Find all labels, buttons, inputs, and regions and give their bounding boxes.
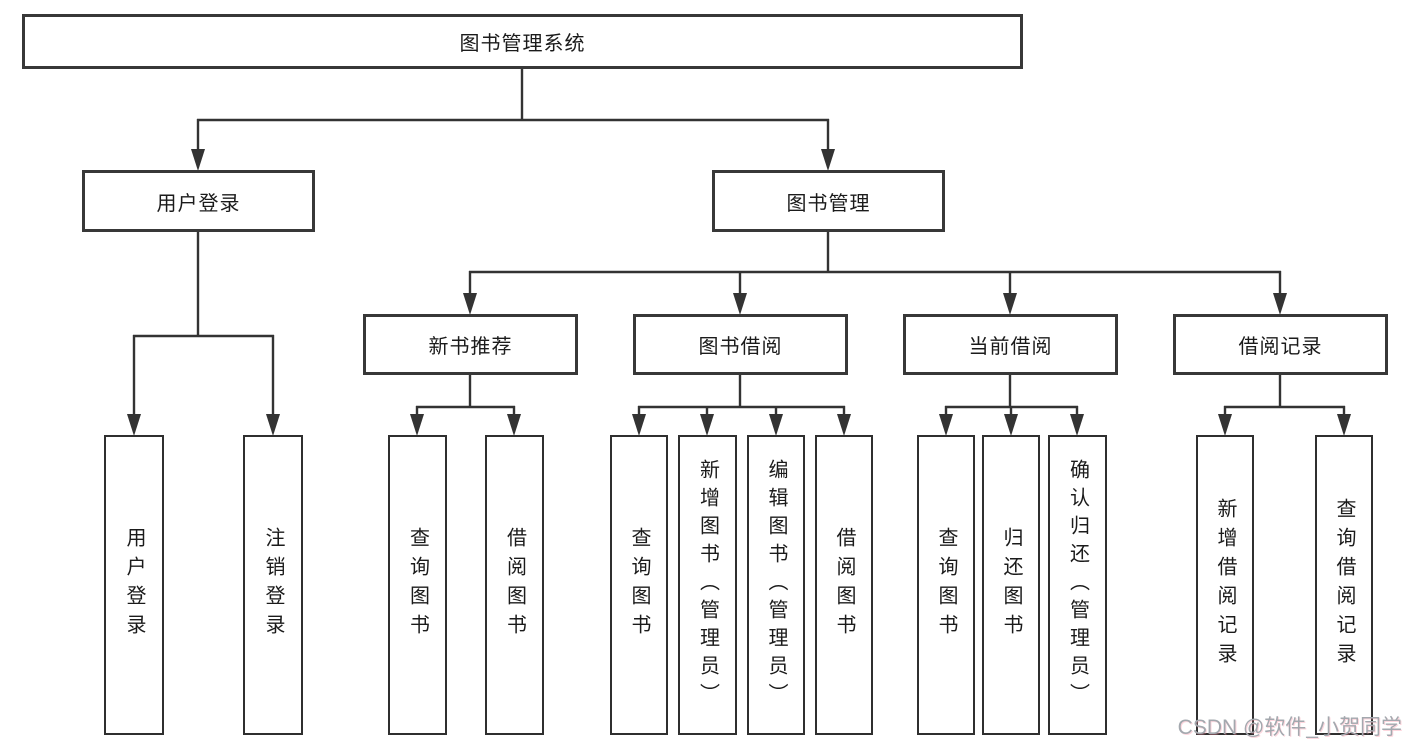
node-borrow-records: 借阅记录: [1173, 314, 1388, 375]
node-borrow-records-label: 借阅记录: [1238, 336, 1323, 358]
node-book-borrow: 图书借阅: [633, 314, 848, 375]
node-user-login-leaf-label: 用户登录: [123, 527, 145, 643]
node-query-books-borrow-label: 查询图书: [628, 527, 650, 643]
node-user-login-leaf: 用户登录: [104, 435, 164, 735]
csdn-watermark: CSDN @软件_小贺同学: [1177, 716, 1402, 739]
connector-borrow-children: [632, 375, 851, 436]
node-confirm-return-admin-label: 确认归还（管理员）: [1066, 459, 1089, 711]
node-borrow-books-recommend: 借阅图书: [485, 435, 544, 735]
node-logout: 注销登录: [243, 435, 303, 735]
node-query-borrow-record: 查询借阅记录: [1315, 435, 1373, 735]
node-book-management: 图书管理: [712, 170, 945, 232]
node-query-borrow-record-label: 查询借阅记录: [1333, 498, 1355, 672]
node-query-books-borrow: 查询图书: [610, 435, 668, 735]
connector-root-to-level2: [191, 68, 835, 171]
node-user-login: 用户登录: [82, 170, 315, 232]
connector-current-children: [939, 375, 1084, 436]
node-new-book-recommend-label: 新书推荐: [428, 336, 513, 358]
node-root: 图书管理系统: [22, 14, 1023, 69]
node-new-book-recommend: 新书推荐: [363, 314, 578, 375]
connector-user-login-children: [127, 232, 280, 436]
node-logout-label: 注销登录: [262, 527, 284, 643]
node-return-books-label: 归还图书: [1000, 527, 1022, 643]
node-query-books-current: 查询图书: [917, 435, 975, 735]
node-borrow-books-leaf-label: 借阅图书: [833, 527, 855, 643]
node-add-books-admin-label: 新增图书（管理员）: [696, 459, 719, 711]
node-add-borrow-record: 新增借阅记录: [1196, 435, 1254, 735]
node-current-borrow-label: 当前借阅: [968, 336, 1053, 358]
node-edit-books-admin-label: 编辑图书（管理员）: [765, 459, 787, 711]
connector-book-management-children: [463, 232, 1287, 315]
node-borrow-books-leaf: 借阅图书: [815, 435, 873, 735]
node-book-management-label: 图书管理: [786, 192, 871, 215]
node-query-books-recommend: 查询图书: [388, 435, 447, 735]
node-edit-books-admin: 编辑图书（管理员）: [747, 435, 805, 735]
node-user-login-label: 用户登录: [156, 192, 241, 215]
node-root-label: 图书管理系统: [459, 33, 586, 55]
node-current-borrow: 当前借阅: [903, 314, 1118, 375]
node-add-books-admin: 新增图书（管理员）: [678, 435, 737, 735]
node-add-borrow-record-label: 新增借阅记录: [1214, 498, 1236, 672]
connector-records-children: [1218, 375, 1351, 436]
node-query-books-current-label: 查询图书: [935, 527, 957, 643]
connector-recommend-children: [410, 375, 521, 436]
node-query-books-recommend-label: 查询图书: [406, 527, 429, 643]
node-confirm-return-admin: 确认归还（管理员）: [1048, 435, 1107, 735]
node-borrow-books-recommend-label: 借阅图书: [503, 527, 526, 643]
node-return-books: 归还图书: [982, 435, 1040, 735]
node-book-borrow-label: 图书借阅: [698, 336, 783, 358]
